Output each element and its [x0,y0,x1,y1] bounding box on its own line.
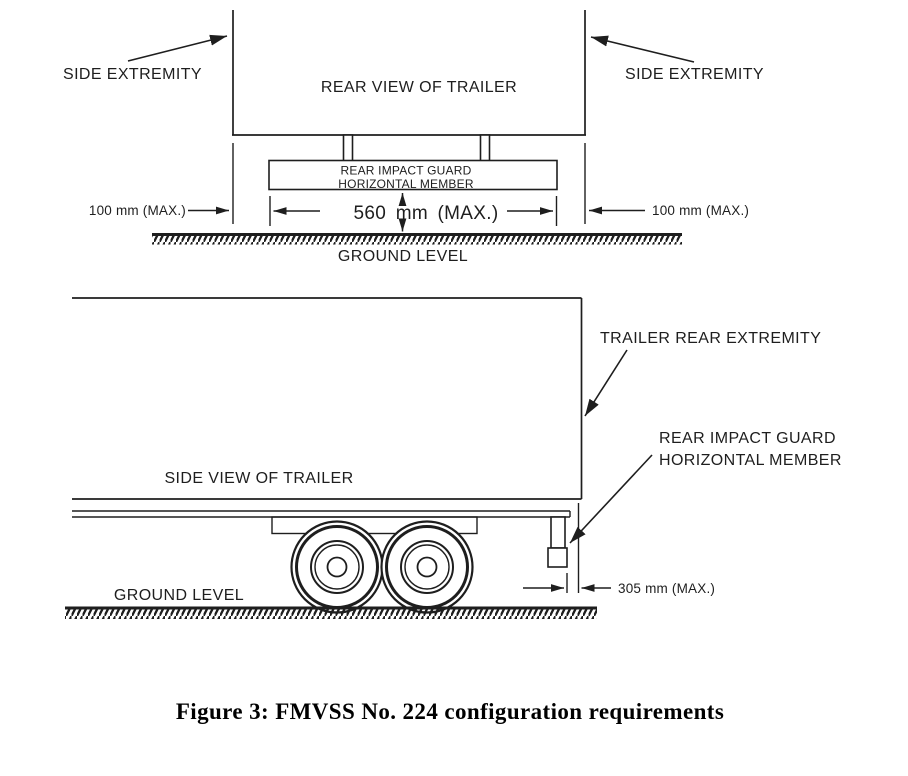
side-extremity-right-arrow [590,35,695,63]
tire-outer [290,520,384,614]
figure-caption: Figure 3: FMVSS No. 224 configuration re… [176,699,724,724]
rear-view-title: REAR VIEW OF TRAILER [321,79,517,96]
left-offset-dim-text: 100 mm (MAX.) [89,203,186,218]
rear-view-ground-label: GROUND LEVEL [338,248,468,265]
right-offset-dim-text: 100 mm (MAX.) [652,203,749,218]
rim-inner [404,544,450,590]
side-extremity-left-arrow [127,34,228,62]
tire-outer [380,520,474,614]
side-view-ground-hatch [65,609,597,619]
guard-horizontal-member [547,547,568,568]
rim-outer [400,540,454,594]
side-extremity-right-label: SIDE EXTREMITY [625,66,764,83]
side-guard-label-line2: HORIZONTAL MEMBER [659,452,842,469]
hub [416,556,438,578]
guard-strut-right [479,134,491,162]
wheel-rear [380,520,474,614]
guard-strut-left [342,134,354,162]
side-guard-label-line1: REAR IMPACT GUARD [659,430,836,447]
guard-box-label-line2: HORIZONTAL MEMBER [338,177,474,191]
hub [326,556,348,578]
rear-view-diagram: REAR VIEW OF TRAILER SIDE EXTREMITY SIDE… [63,10,764,265]
wheel-front [290,520,384,614]
suspension-bracket [271,516,478,535]
rear-view-ground-hatch [152,235,682,245]
trailer-rear-extremity-arrow [584,349,628,417]
guard-box-label-line1: REAR IMPACT GUARD [341,164,472,178]
ground-clearance-dim-text: 560 mm (MAX.) [354,203,499,224]
rear-impact-guard-box [268,159,558,191]
side-view-title: SIDE VIEW OF TRAILER [164,470,353,487]
trailer-rear-extremity-label: TRAILER REAR EXTREMITY [600,330,821,347]
rear-offset-dim-text: 305 mm (MAX.) [618,581,715,596]
guard-vertical-support [550,516,566,549]
side-extremity-left-label: SIDE EXTREMITY [63,66,202,83]
side-guard-arrow [569,454,653,544]
rim-outer [310,540,364,594]
side-view-diagram: SIDE VIEW OF TRAILER TRAILER REAR EXTREM… [65,297,842,619]
side-view-ground-label: GROUND LEVEL [114,587,244,604]
rim-inner [314,544,360,590]
